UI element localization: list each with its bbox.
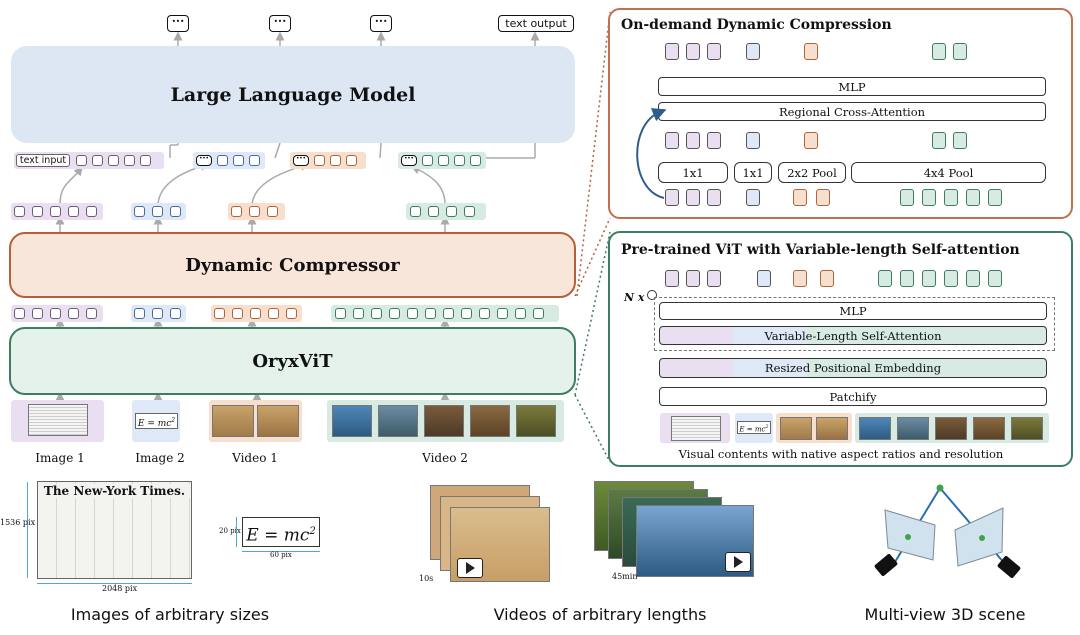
vit-positional-embedding-layer: Resized Positional Embedding <box>659 358 1047 378</box>
text-output-box: text output <box>498 15 574 32</box>
newspaper-thumbnail <box>28 404 88 436</box>
compressor-label: Dynamic Compressor <box>185 254 400 276</box>
pool-1x1-a: 1x1 <box>658 162 728 183</box>
caption-3d: Multi-view 3D scene <box>864 605 1026 624</box>
callout-lines <box>574 11 611 463</box>
pool-4x4: 4x4 Pool <box>851 162 1046 183</box>
formula-width-line <box>242 551 320 552</box>
clip1-frame-front <box>450 507 550 582</box>
dynamic-compression-title: On-demand Dynamic Compression <box>621 17 892 33</box>
video2-frame-3 <box>424 405 464 437</box>
video2-frame-2 <box>378 405 418 437</box>
vit-detail-caption: Visual contents with native aspect ratio… <box>678 447 1004 461</box>
vit-in-video2-frame3 <box>935 417 967 440</box>
transformer-block-dashed <box>654 297 1055 351</box>
vit-in-formula: E = mc2 <box>737 421 771 434</box>
formula-example: E = mc2 <box>242 517 320 547</box>
image1-label: Image 1 <box>35 451 85 465</box>
vit-in-video2-frame1 <box>859 417 891 440</box>
image2-label: Image 2 <box>135 451 185 465</box>
video1-label: Video 1 <box>232 451 278 465</box>
newspaper-title: The New-York Times. <box>38 484 191 498</box>
llm-label: Large Language Model <box>170 83 416 106</box>
vit-mlp-layer: MLP <box>659 302 1047 320</box>
video2-start-token: ··· <box>401 155 417 166</box>
vit-in-video2-frame2 <box>897 417 929 440</box>
play-icon-2 <box>725 552 751 572</box>
clip2-frame-front <box>636 505 754 577</box>
video1-frame-2 <box>257 405 299 437</box>
video2-frame-4 <box>470 405 510 437</box>
video2-label: Video 2 <box>422 451 468 465</box>
formula-thumbnail: E = mc2 <box>135 413 178 429</box>
large-language-model-block: Large Language Model <box>11 46 575 143</box>
caption-images: Images of arbitrary sizes <box>70 605 270 624</box>
height-dimension-label: 1536 pix <box>0 518 36 527</box>
formula-height-label: 20 pix <box>219 527 241 535</box>
vit-patchify-layer: Patchify <box>659 387 1047 406</box>
formula-height-line <box>236 517 237 547</box>
output-token-3: ··· <box>370 15 392 32</box>
newspaper-example: The New-York Times. <box>37 481 192 579</box>
vit-in-video2-frame4 <box>973 417 1005 440</box>
output-arrows <box>173 31 540 46</box>
clip1-length-label: 10s <box>419 574 434 583</box>
vit-self-attention-layer: Variable-Length Self-Attention <box>659 326 1047 345</box>
repeat-loop-icon <box>647 290 657 300</box>
pool-2x2: 2x2 Pool <box>778 162 846 183</box>
video1-start-token: ··· <box>293 155 309 166</box>
width-dimension-label: 2048 pix <box>102 584 138 593</box>
text-input-box: text input <box>16 154 70 167</box>
dc-cross-attention-layer: Regional Cross-Attention <box>658 102 1046 121</box>
vit-in-newspaper <box>671 416 721 441</box>
vit-in-video2-frame5 <box>1011 417 1043 440</box>
video1-frame-1 <box>212 405 254 437</box>
oryxvit-block: OryxViT <box>9 327 576 395</box>
clip2-length-label: 45min <box>612 572 638 581</box>
formula-width-label: 60 pix <box>270 551 292 559</box>
vit-detail-title: Pre-trained ViT with Variable-length Sel… <box>621 242 1020 258</box>
dynamic-compressor-block: Dynamic Compressor <box>9 232 576 298</box>
vit-in-video1-frame2 <box>816 417 848 440</box>
oryxvit-label: OryxViT <box>252 350 333 372</box>
pool-1x1-b: 1x1 <box>734 162 772 183</box>
n-times-label: N x <box>624 291 645 304</box>
width-dimension-line <box>37 583 192 584</box>
image-start-token: ··· <box>196 155 212 166</box>
play-icon <box>457 558 483 578</box>
video2-frame-5 <box>516 405 556 437</box>
caption-videos: Videos of arbitrary lengths <box>493 605 707 624</box>
output-token-2: ··· <box>269 15 291 32</box>
dc-mlp-layer: MLP <box>658 77 1046 96</box>
output-token-1: ··· <box>167 15 189 32</box>
video2-frame-1 <box>332 405 372 437</box>
height-dimension-line <box>27 482 28 578</box>
vit-in-video1-frame1 <box>780 417 812 440</box>
